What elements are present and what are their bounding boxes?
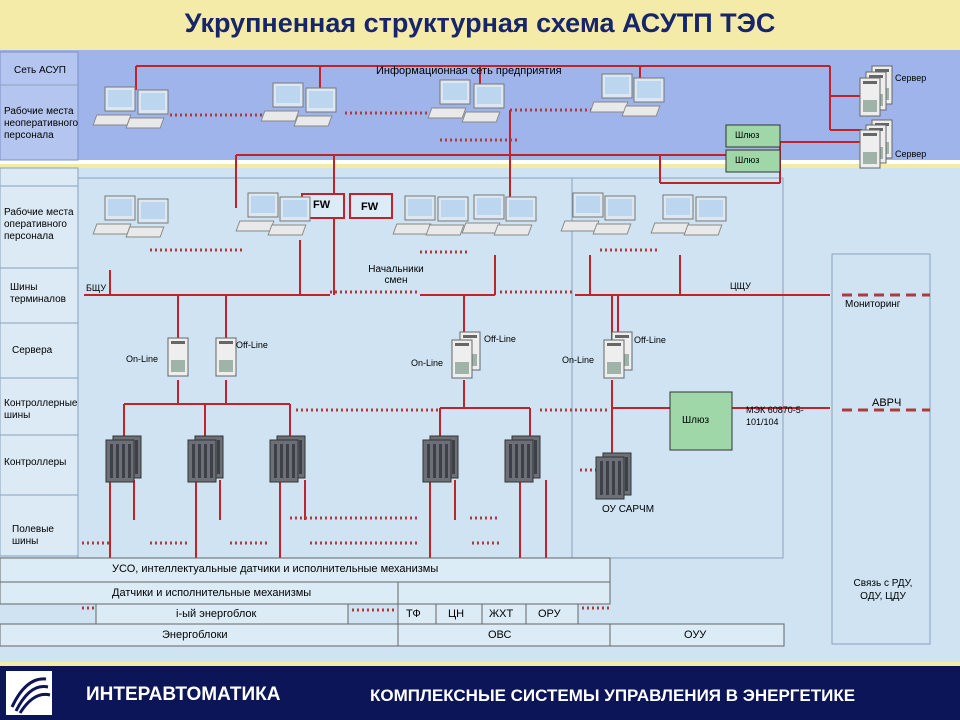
level-asup-net: Сеть АСУП [14, 65, 66, 76]
gateway-label-2: Шлюз [735, 155, 760, 165]
bshu-label: БЩУ [86, 283, 107, 293]
tf-label: ТФ [406, 608, 421, 620]
ovs-label: ОВС [488, 629, 512, 641]
workstation-op-3 [392, 194, 537, 236]
diagram-canvas [0, 50, 960, 662]
oru-label: ОРУ [538, 608, 561, 620]
offline-label-1: Off-Line [236, 340, 268, 350]
shift-chiefs-label: Начальники смен [368, 264, 424, 286]
zhkht-label: ЖХТ [489, 608, 514, 620]
footer-bar: ИНТЕРАВТОМАТИКА КОМПЛЕКСНЫЕ СИСТЕМЫ УПРА… [0, 666, 960, 720]
offline-label-2: Off-Line [484, 334, 516, 344]
tshu-label: ЦЩУ [730, 281, 751, 291]
sensors-label: Датчики и исполнительные механизмы [112, 587, 312, 599]
fw-label-1: FW [313, 199, 331, 211]
gateway-label-1: Шлюз [735, 130, 760, 140]
company-tagline: КОМПЛЕКСНЫЕ СИСТЕМЫ УПРАВЛЕНИЯ В ЭНЕРГЕТ… [370, 686, 856, 705]
level-controller-bus: Контроллерные шины [4, 398, 78, 421]
workstation-nonop-3 [427, 79, 505, 123]
page-title: Укрупненная структурная схема АСУТП ТЭС [184, 8, 776, 38]
level-terminal-bus: Шины терминалов [10, 282, 66, 305]
enterprise-net-label: Информационная сеть предприятия [376, 65, 562, 77]
company-logo [6, 671, 52, 715]
tsn-label: ЦН [448, 608, 465, 620]
fw-label-2: FW [361, 201, 379, 213]
company-name: ИНТЕРАВТОМАТИКА [86, 684, 281, 705]
server-label-2: Сервер [895, 149, 927, 159]
server-online-1 [167, 337, 189, 377]
controller-3 [269, 435, 306, 483]
level-servers: Сервера [12, 345, 53, 356]
controller-2 [187, 435, 224, 483]
unit-label: i-ый энергоблок [176, 608, 257, 620]
controller-4 [422, 435, 459, 483]
online-label-1: On-Line [126, 354, 159, 364]
uso-label: УСО, интеллектуальные датчики и исполнит… [112, 563, 439, 575]
monitoring-label: Мониторинг [845, 299, 901, 310]
controller-sarchm [595, 452, 632, 500]
ou-sarchm-label: ОУ САРЧМ [602, 504, 655, 515]
comm-label: Связь с РДУ, ОДУ, ЦДУ [853, 578, 913, 602]
server-offline-1 [215, 337, 237, 377]
level-nonop-ws: Рабочие места неоперативного персонала [4, 106, 79, 141]
level-controllers: Контроллеры [4, 457, 67, 468]
gateway-box-2 [725, 149, 781, 173]
level-field-bus: Полевые шины [12, 524, 54, 547]
gateway-label-3: Шлюз [682, 415, 710, 426]
online-label-3: On-Line [562, 355, 595, 365]
level-op-ws: Рабочие места оперативного персонала [4, 207, 74, 242]
iec-label: МЭК 60870-5-101/104 [746, 405, 804, 427]
gateway-box-1 [725, 124, 781, 148]
controller-5 [504, 435, 541, 483]
server-label-1: Сервер [895, 73, 927, 83]
offline-label-3: Off-Line [634, 335, 666, 345]
ouu-label: ОУУ [684, 629, 707, 641]
avrch-label: АВРЧ [872, 397, 902, 409]
energoblocks-label: Энергоблоки [162, 629, 228, 641]
fw-box-2 [349, 193, 393, 219]
gateway-box-3 [669, 391, 733, 451]
controller-1 [105, 435, 142, 483]
online-label-2: On-Line [411, 358, 444, 368]
